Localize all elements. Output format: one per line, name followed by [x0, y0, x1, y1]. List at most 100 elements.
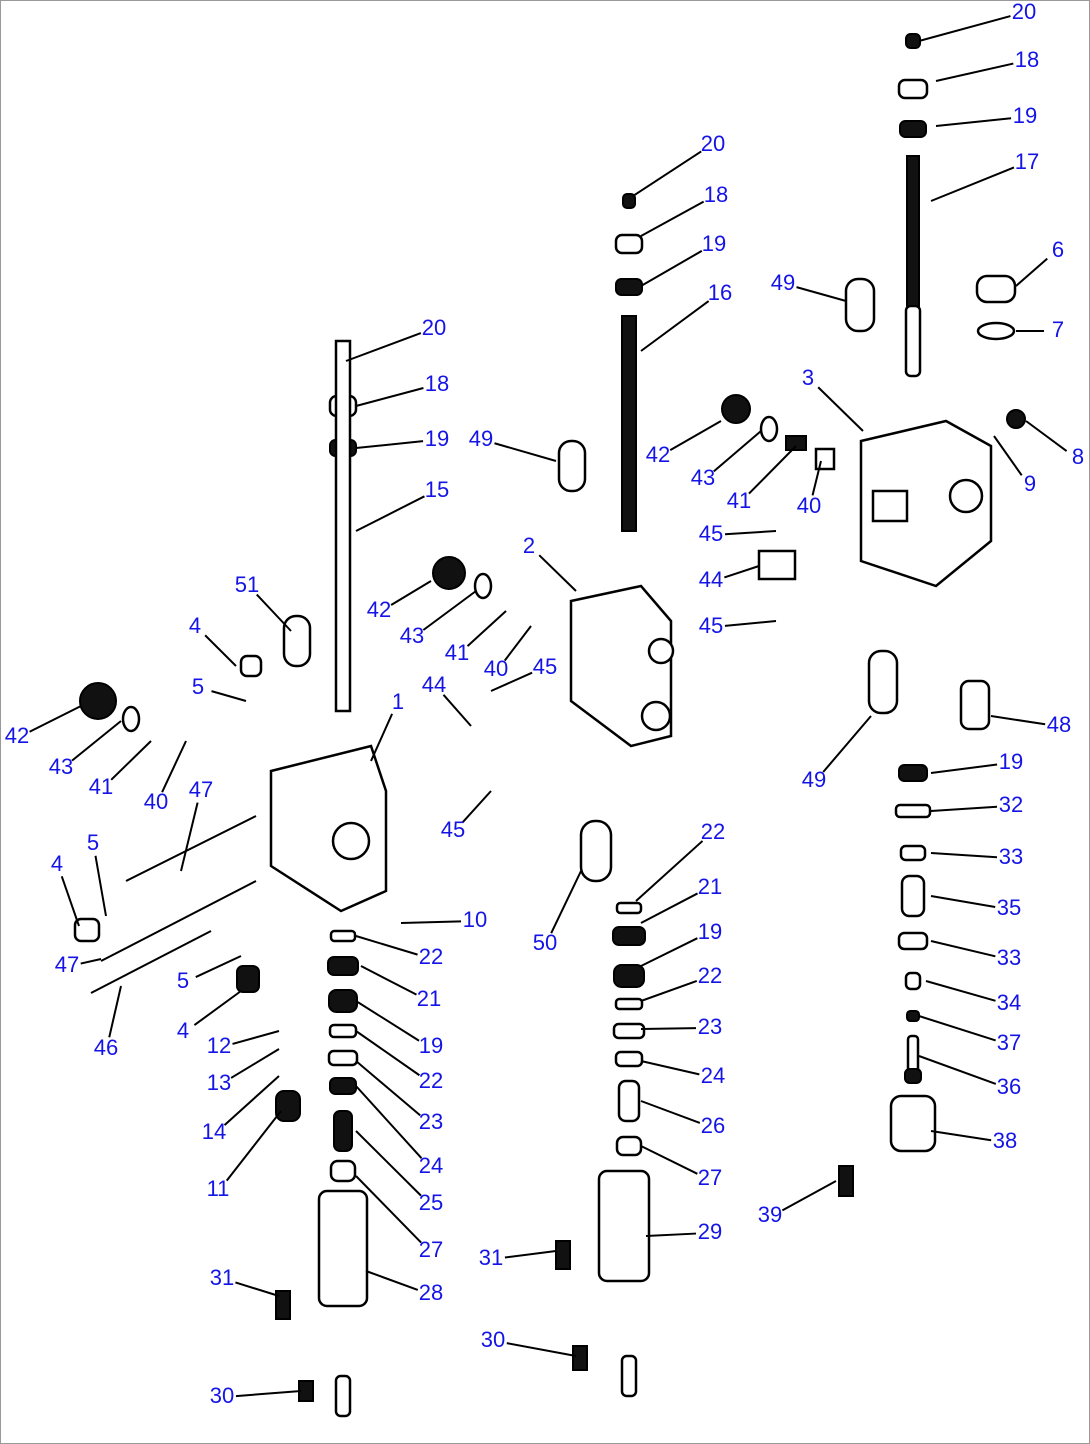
part-number-label-42: 42: [646, 442, 670, 467]
leader-line: [355, 440, 424, 449]
leader-line: [993, 435, 1023, 476]
middle-spool-part: [613, 964, 645, 988]
part-number-label-19: 19: [419, 1033, 443, 1058]
part-number-label-5: 5: [192, 674, 204, 699]
part-number-label-19: 19: [702, 231, 726, 256]
leader-line: [925, 980, 996, 1002]
leader-line: [503, 625, 532, 662]
part-number-label-18: 18: [704, 182, 728, 207]
part-number-label-49: 49: [771, 270, 795, 295]
part-number-label-26: 26: [701, 1113, 725, 1138]
left-oring-43: [473, 572, 493, 600]
part-number-label-44: 44: [422, 672, 446, 697]
part-number-label-33: 33: [999, 844, 1023, 869]
part-number-label-19: 19: [999, 749, 1023, 774]
leader-line: [225, 1110, 282, 1182]
right-spool-part: [899, 120, 927, 138]
leader-line: [781, 1180, 837, 1212]
leader-line: [724, 565, 760, 579]
left-spool-part: [334, 1374, 352, 1418]
leader-line: [640, 1100, 701, 1124]
middle-plug-42: [721, 394, 751, 424]
leader-line: [632, 150, 702, 197]
part-number-label-44: 44: [699, 567, 723, 592]
part-number-label-6: 6: [1052, 237, 1064, 262]
leader-line: [669, 420, 722, 452]
part-number-label-29: 29: [698, 1219, 722, 1244]
leader-line: [930, 805, 998, 812]
part-number-label-11: 11: [207, 1176, 230, 1201]
leader-line: [355, 495, 425, 532]
left-plug-42: [432, 556, 466, 590]
leader-line: [180, 802, 199, 872]
right-spool-part: [906, 1010, 920, 1022]
left-bolt-46: [90, 930, 212, 994]
leader-line: [390, 580, 432, 606]
middle-oring-43: [759, 415, 779, 443]
middle-valve-49: [557, 439, 587, 493]
leader-line: [935, 62, 1014, 82]
middle-spool-16: [621, 315, 637, 532]
part-number-label-19: 19: [698, 919, 722, 944]
right-spool-part: [897, 931, 929, 951]
middle-spool-part: [615, 1135, 643, 1157]
part-number-label-47: 47: [55, 952, 79, 977]
callout-labels-layer: 2018191767493894849193233353334373638392…: [5, 1, 1084, 1408]
part-number-label-15: 15: [425, 477, 449, 502]
leader-line: [494, 442, 557, 462]
part-number-label-49: 49: [802, 767, 826, 792]
leader-line: [822, 715, 872, 773]
part-number-label-8: 8: [1072, 444, 1084, 469]
leader-line: [640, 250, 703, 287]
leader-line: [640, 300, 710, 352]
leader-line: [442, 694, 472, 727]
leader-line: [60, 875, 80, 927]
part-number-label-21: 21: [417, 986, 441, 1011]
leader-line: [550, 870, 582, 934]
leader-line: [640, 1060, 700, 1076]
part-number-label-43: 43: [400, 623, 424, 648]
part-number-label-20: 20: [701, 131, 725, 156]
leader-line: [256, 593, 292, 632]
part-number-label-9: 9: [1024, 471, 1036, 496]
leader-line: [211, 690, 247, 702]
leader-line: [640, 1027, 697, 1030]
leader-line: [230, 1048, 280, 1079]
part-number-label-35: 35: [997, 895, 1021, 920]
leader-line: [204, 634, 237, 667]
left-bolt-47b: [100, 880, 257, 962]
leader-line: [713, 430, 762, 473]
part-number-label-23: 23: [419, 1109, 443, 1134]
part-number-label-17: 17: [1015, 149, 1039, 174]
right-valve-body: [859, 419, 993, 588]
leader-line: [161, 740, 187, 793]
part-number-label-41: 41: [89, 774, 113, 799]
part-number-label-7: 7: [1052, 317, 1064, 342]
middle-valve-port: [647, 637, 675, 665]
part-number-label-24: 24: [419, 1153, 443, 1178]
leader-line: [195, 955, 242, 978]
leader-line: [193, 990, 242, 1026]
part-number-label-14: 14: [202, 1119, 226, 1144]
leader-line: [935, 117, 1012, 127]
leader-line: [355, 1000, 420, 1042]
part-number-label-22: 22: [419, 1068, 443, 1093]
leader-line: [930, 852, 998, 859]
leader-line: [538, 554, 577, 592]
part-number-label-48: 48: [1047, 712, 1071, 737]
right-cap-38: [889, 1094, 937, 1153]
middle-spool-part: [617, 1079, 641, 1123]
leader-line: [724, 530, 777, 536]
part-number-label-20: 20: [1012, 1, 1036, 24]
part-number-label-19: 19: [425, 426, 449, 451]
leader-line: [345, 332, 422, 362]
middle-spool-part: [612, 926, 646, 946]
leader-line: [80, 958, 102, 965]
part-number-label-10: 10: [463, 907, 487, 932]
middle-spool-part: [614, 997, 644, 1011]
leader-line: [817, 386, 864, 432]
part-number-label-41: 41: [445, 640, 469, 665]
part-number-label-43: 43: [49, 754, 73, 779]
part-number-label-23: 23: [698, 1014, 722, 1039]
